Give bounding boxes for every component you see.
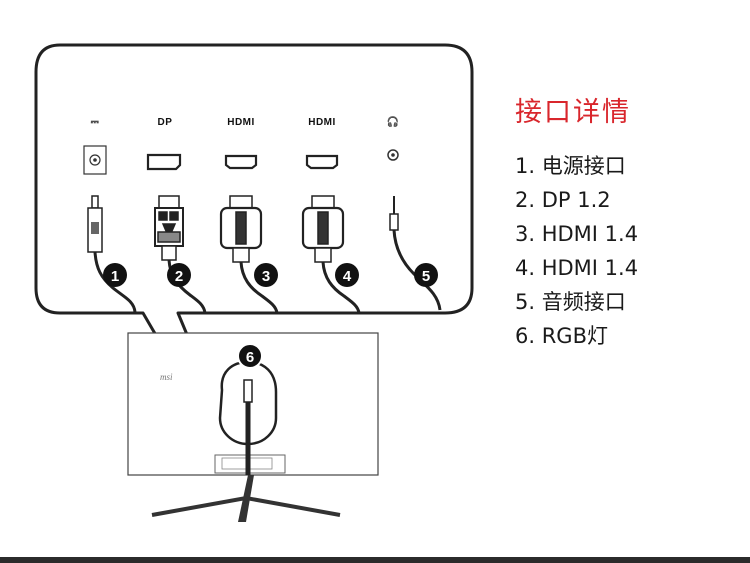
hdmi-plug-1: [219, 195, 279, 314]
legend-item: 4. HDMI 1.4: [515, 256, 639, 280]
bottom-bar: [0, 557, 750, 563]
dc-power-icon: ⎓: [90, 117, 100, 128]
dc-power-port: [83, 145, 107, 175]
marker-6-label: 6: [246, 349, 254, 366]
hdmi-plug-2: [301, 195, 361, 314]
audio-port: [387, 149, 399, 161]
legend-list: 1. 电源接口 2. DP 1.2 3. HDMI 1.4 4. HDMI 1.…: [515, 149, 740, 353]
marker-5: 5: [414, 263, 438, 287]
legend-item: 6. RGB灯: [515, 324, 608, 348]
legend-item: 3. HDMI 1.4: [515, 222, 639, 246]
displayport-port: [146, 153, 182, 171]
marker-4-label: 4: [343, 268, 352, 285]
marker-3: 3: [254, 263, 278, 287]
legend-title: 接口详情: [515, 97, 631, 128]
brand-logo: msi: [160, 372, 173, 382]
audio-plug: [389, 196, 442, 311]
legend-item: 2. DP 1.2: [515, 188, 611, 212]
marker-2: 2: [167, 263, 191, 287]
port-label-hdmi-1: HDMI: [227, 117, 255, 128]
port-label-hdmi-2: HDMI: [308, 117, 336, 128]
hdmi-port-1: [224, 154, 258, 170]
legend: 接口详情 1. 电源接口 2. DP 1.2 3. HDMI 1.4 4. HD…: [515, 90, 740, 353]
legend-item: 1. 电源接口: [515, 154, 626, 178]
marker-5-label: 5: [422, 268, 430, 285]
marker-2-label: 2: [175, 268, 183, 285]
marker-3-label: 3: [262, 268, 270, 285]
headphone-icon: 🎧: [386, 117, 400, 128]
legend-item: 5. 音频接口: [515, 290, 626, 314]
hdmi-port-2: [305, 154, 339, 170]
dc-power-plug: [87, 195, 137, 313]
marker-1-label: 1: [111, 268, 119, 285]
marker-6: 6: [237, 343, 263, 369]
displayport-plug: [154, 195, 207, 314]
port-label-dp: DP: [157, 117, 173, 128]
marker-1: 1: [103, 263, 127, 287]
marker-4: 4: [335, 263, 359, 287]
